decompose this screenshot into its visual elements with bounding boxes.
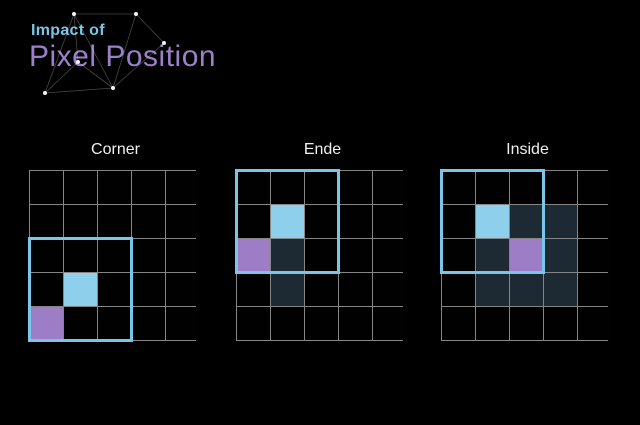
pixel-cell-shadow bbox=[544, 273, 577, 306]
pixel-cell-blue bbox=[64, 273, 97, 306]
pixel-cell bbox=[305, 171, 338, 204]
pixel-cell bbox=[64, 205, 97, 238]
pixel-cell bbox=[98, 273, 131, 306]
figure-corner: Corner bbox=[28, 139, 202, 342]
pixel-cell bbox=[442, 171, 475, 204]
pixel-cell bbox=[578, 205, 611, 238]
pixel-cell bbox=[442, 273, 475, 306]
pixel-cell bbox=[339, 171, 372, 204]
pixel-cell-blue bbox=[476, 205, 509, 238]
pixel-cell bbox=[30, 205, 63, 238]
pixel-cell bbox=[305, 239, 338, 272]
pixel-cell bbox=[339, 273, 372, 306]
pixel-cell bbox=[237, 171, 270, 204]
pixel-cell bbox=[98, 239, 131, 272]
pixel-cell bbox=[339, 307, 372, 340]
pixel-cell bbox=[271, 307, 304, 340]
pixel-cell bbox=[98, 205, 131, 238]
figure-label-corner: Corner bbox=[91, 141, 140, 158]
pixel-cell-shadow bbox=[510, 205, 543, 238]
pixel-cell bbox=[98, 171, 131, 204]
grid-cells bbox=[441, 170, 611, 341]
pixel-cell bbox=[442, 239, 475, 272]
pixel-cell bbox=[476, 171, 509, 204]
pixel-cell bbox=[544, 307, 577, 340]
grid-cells bbox=[29, 170, 199, 341]
slide-title: Pixel Position bbox=[29, 40, 217, 73]
pixel-cell bbox=[373, 307, 406, 340]
pixel-cell-shadow bbox=[544, 239, 577, 272]
pixel-cell bbox=[373, 273, 406, 306]
figure-label-ende: Ende bbox=[303, 141, 342, 158]
pixel-cell bbox=[166, 307, 199, 340]
pixel-cell-purple bbox=[510, 239, 543, 272]
pixel-cell bbox=[578, 171, 611, 204]
pixel-cell bbox=[30, 239, 63, 272]
pixel-cell-shadow bbox=[510, 273, 543, 306]
pixel-cell-shadow bbox=[271, 273, 304, 306]
pixel-cell bbox=[237, 205, 270, 238]
pixel-cell-shadow bbox=[544, 205, 577, 238]
slide-kicker: Impact of bbox=[31, 22, 105, 39]
pixel-cell bbox=[132, 307, 165, 340]
pixel-cell bbox=[64, 307, 97, 340]
pixel-cell bbox=[578, 307, 611, 340]
pixel-cell bbox=[64, 171, 97, 204]
pixel-cell bbox=[132, 205, 165, 238]
pixel-cell bbox=[132, 273, 165, 306]
pixel-cell bbox=[271, 171, 304, 204]
pixel-cell bbox=[98, 307, 131, 340]
pixel-cell bbox=[476, 307, 509, 340]
pixel-cell-purple bbox=[30, 307, 63, 340]
pixel-cell bbox=[305, 273, 338, 306]
pixel-cell bbox=[578, 239, 611, 272]
pixel-cell-blue bbox=[271, 205, 304, 238]
pixel-cell bbox=[237, 273, 270, 306]
grid-cells bbox=[236, 170, 406, 341]
pixel-cell bbox=[237, 307, 270, 340]
pixel-cell bbox=[510, 307, 543, 340]
pixel-cell bbox=[166, 205, 199, 238]
pixel-cell bbox=[30, 273, 63, 306]
pixel-cell-shadow bbox=[476, 239, 509, 272]
pixel-cell bbox=[373, 171, 406, 204]
pixel-cell bbox=[373, 205, 406, 238]
pixel-cell bbox=[442, 307, 475, 340]
figure-ende: Ende bbox=[235, 139, 409, 341]
pixel-cell bbox=[373, 239, 406, 272]
pixel-cell bbox=[510, 171, 543, 204]
pixel-cell-purple bbox=[237, 239, 270, 272]
pixel-cell bbox=[578, 273, 611, 306]
pixel-cell bbox=[305, 307, 338, 340]
pixel-cell bbox=[339, 205, 372, 238]
pixel-cell bbox=[166, 171, 199, 204]
figure-label-inside: Inside bbox=[506, 141, 549, 158]
pixel-cell bbox=[166, 273, 199, 306]
pixel-cell bbox=[30, 171, 63, 204]
pixel-cell bbox=[339, 239, 372, 272]
pixel-cell bbox=[132, 239, 165, 272]
pixel-cell bbox=[166, 239, 199, 272]
pixel-cell bbox=[544, 171, 577, 204]
pixel-cell bbox=[64, 239, 97, 272]
pixel-cell bbox=[132, 171, 165, 204]
pixel-grid-ende bbox=[235, 169, 407, 341]
pixel-cell bbox=[305, 205, 338, 238]
pixel-cell-shadow bbox=[476, 273, 509, 306]
pixel-cell bbox=[442, 205, 475, 238]
figure-inside: Inside bbox=[440, 139, 614, 341]
pixel-grid-inside bbox=[440, 169, 612, 341]
pixel-grid-corner bbox=[28, 170, 200, 342]
pixel-cell-shadow bbox=[271, 239, 304, 272]
